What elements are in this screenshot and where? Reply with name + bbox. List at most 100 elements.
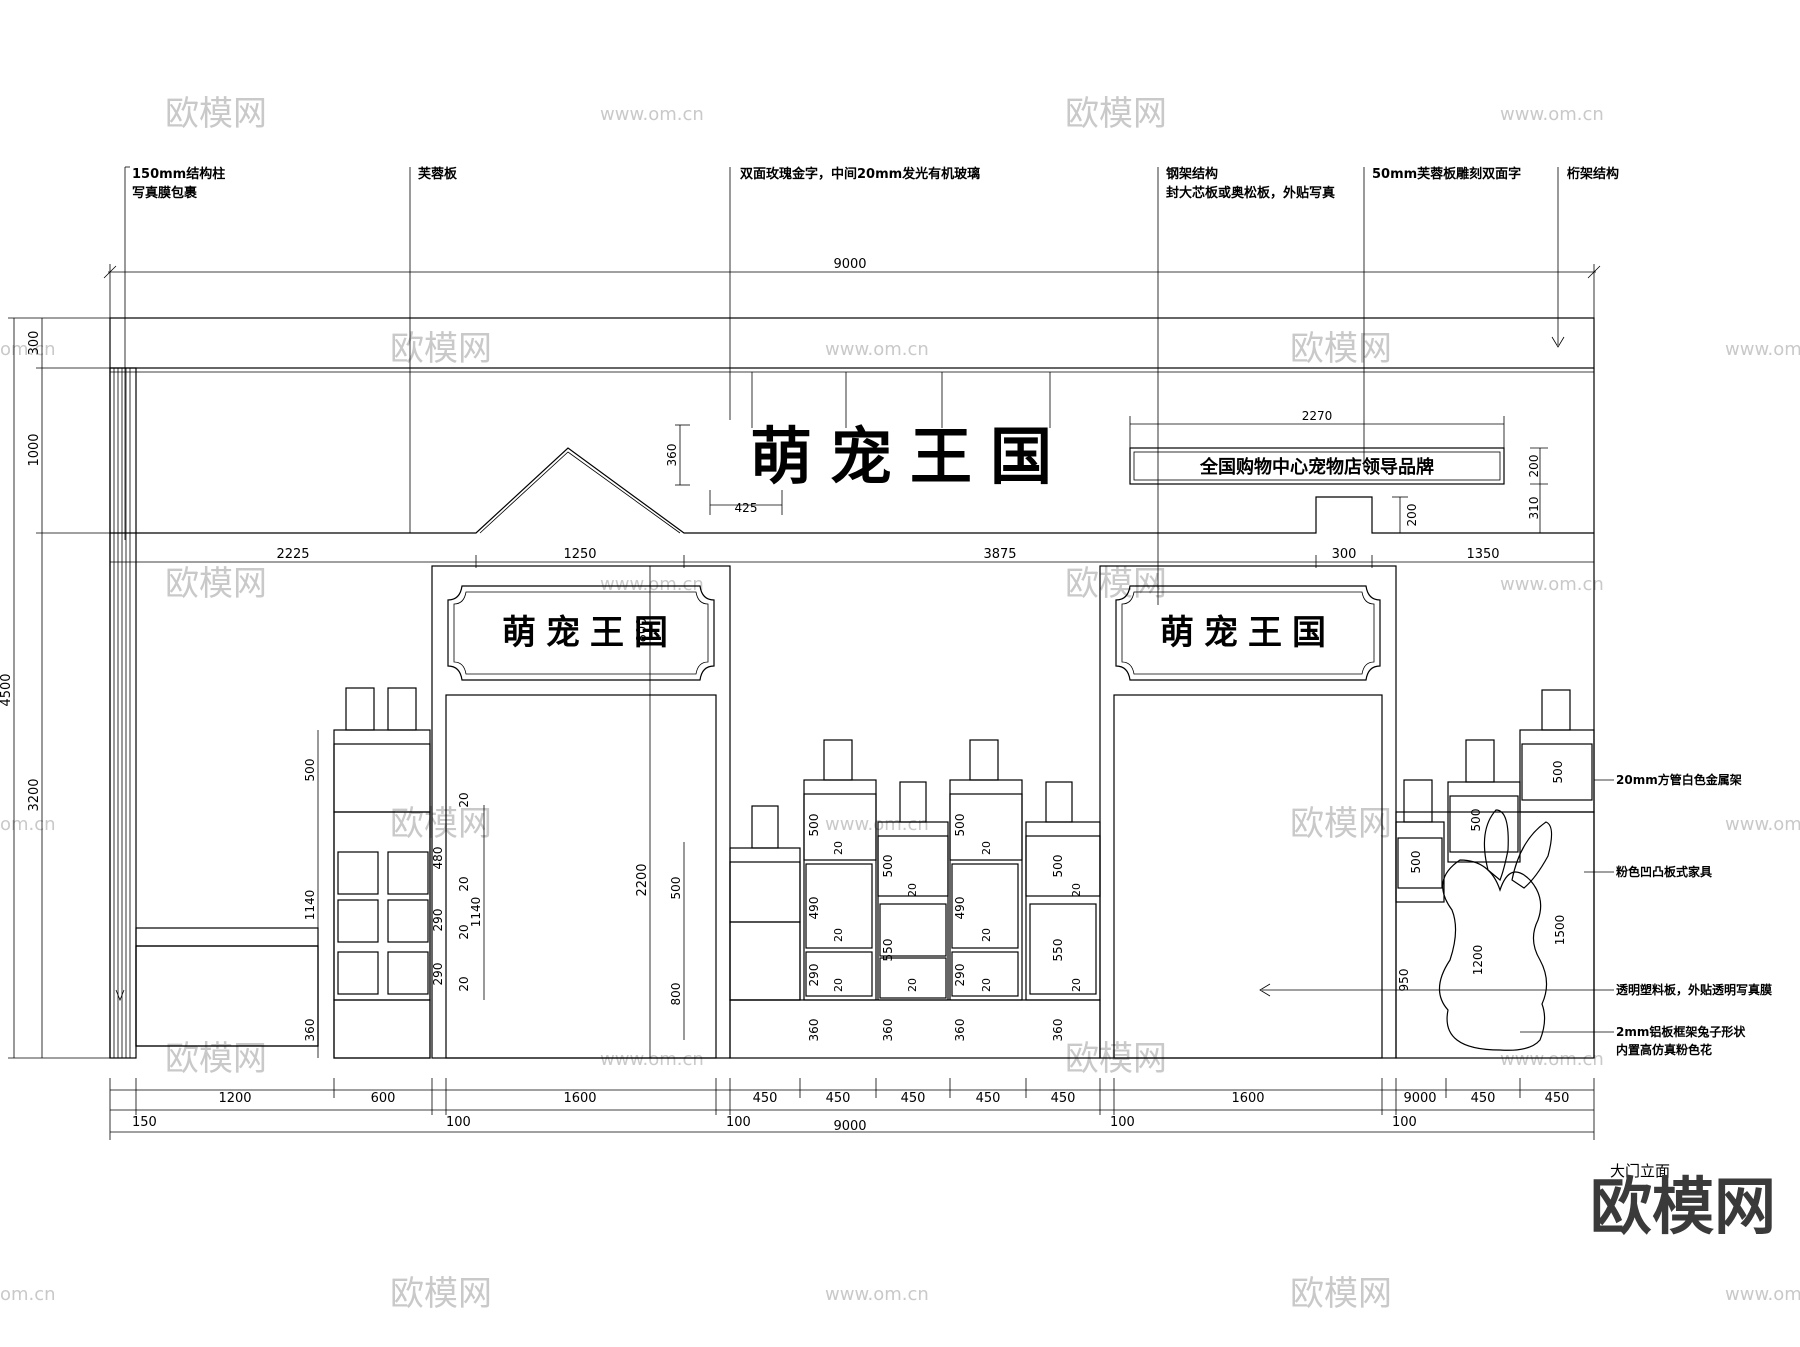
dim-mid-20: 20 — [906, 883, 919, 897]
watermark-url: www.om.cn — [825, 814, 929, 835]
dim-b-1600-left: 1600 — [563, 1091, 596, 1106]
callout-metal-rack: 20mm方管白色金属架 — [1616, 772, 1742, 787]
dim-left-500: 500 — [303, 759, 317, 782]
main-sign: 萌宠王国 360 425 — [665, 420, 1070, 515]
callout-truss: 桁架结构 — [1567, 166, 1619, 182]
dim-h-4500: 4500 — [0, 673, 14, 706]
dim-mid-20: 20 — [980, 928, 993, 942]
dim-mid-550-d: 550 — [1051, 939, 1065, 962]
watermark-logo: 欧模网 — [1290, 1274, 1392, 1314]
structural-column-left — [109, 367, 137, 1059]
watermark-url: om.cn — [0, 1284, 56, 1305]
dim-left-290: 290 — [431, 963, 445, 986]
dim-mid-500-c: 500 — [953, 814, 967, 837]
dim-mid-360-b: 360 — [881, 1019, 895, 1042]
watermark-logo: 欧模网 — [165, 1039, 267, 1079]
dim-overall-bottom: 9000 — [833, 1119, 866, 1134]
watermark-url: www.om.cn — [825, 1284, 929, 1305]
dim-letter-height: 360 — [665, 444, 679, 467]
callout-plastic: 透明塑料板，外贴透明写真膜 — [1616, 982, 1772, 997]
dim-r-950: 950 — [1397, 969, 1411, 992]
dim-mid-20: 20 — [832, 978, 845, 992]
drawing-title: 大门立面 — [1610, 1162, 1670, 1180]
dim-r-1200: 1200 — [1471, 945, 1485, 976]
dim-b-450: 450 — [753, 1091, 778, 1106]
dim-left-20: 20 — [457, 792, 471, 807]
brand-watermark-logo: 欧模网 — [1590, 1170, 1776, 1243]
dim-b-600: 600 — [371, 1091, 396, 1106]
dim-mid-20: 20 — [980, 978, 993, 992]
dim-b-450: 450 — [1545, 1091, 1570, 1106]
left-door-portal: 萌宠王国 800 2200 — [431, 565, 731, 1059]
dim-h-300: 300 — [27, 331, 42, 356]
dim-letter-width: 425 — [735, 501, 758, 515]
dim-b-100: 100 — [1110, 1115, 1135, 1130]
dim-b-100: 100 — [1392, 1115, 1417, 1130]
left-shelf-unit: 500 1140 360 20 480 20 290 20 290 20 114… — [303, 687, 485, 1059]
watermark-url: www.om.cn — [1500, 1049, 1604, 1070]
dim-seg-300: 300 — [1332, 547, 1357, 562]
watermark-logo: 欧模网 — [1065, 564, 1167, 604]
slogan-text: 全国购物中心宠物店领导品牌 — [1199, 456, 1434, 478]
dim-mid-490-a: 490 — [807, 897, 821, 920]
dim-seg-1250: 1250 — [563, 547, 596, 562]
dim-left-290: 290 — [431, 909, 445, 932]
bottom-dimensions: 1200 600 1600 450 450 450 450 450 1600 9… — [109, 1078, 1595, 1140]
dim-mid-290-a: 290 — [807, 964, 821, 987]
dim-b-450: 450 — [1051, 1091, 1076, 1106]
dim-left-1140a: 1140 — [303, 890, 317, 921]
middle-shelves: 500 800 500 490 290 360 500 550 360 500 … — [669, 739, 1101, 1059]
watermark-url: www.om.cn — [600, 574, 704, 595]
dim-mid-500-b: 500 — [881, 855, 895, 878]
watermark-url: www.om.cn — [600, 1049, 704, 1070]
dim-mid-20: 20 — [832, 928, 845, 942]
dim-mid-800: 800 — [669, 983, 683, 1006]
dim-mid-20: 20 — [1070, 978, 1083, 992]
dim-slogan-width: 2270 — [1302, 409, 1333, 423]
watermark-logo: 欧模网 — [390, 329, 492, 369]
right-door-sign: 萌宠王国 — [1160, 613, 1336, 653]
dim-r-500-c: 500 — [1551, 761, 1565, 784]
watermark-url: www.om.cn — [1725, 1284, 1800, 1305]
top-callouts: 150mm结构柱 写真膜包裹 芙蓉板 双面玫瑰金字，中间20mm发光有机玻璃 钢… — [124, 166, 1619, 605]
watermark-logo: 欧模网 — [165, 94, 267, 134]
dim-mid-360-a: 360 — [807, 1019, 821, 1042]
left-dotted-panel — [135, 927, 319, 1047]
dim-mid-20: 20 — [832, 841, 845, 855]
dim-door-sign: 800 — [635, 618, 650, 643]
dim-mid-360-d: 360 — [1051, 1019, 1065, 1042]
dim-door-height: 2200 — [635, 863, 650, 896]
dim-seg-2225: 2225 — [276, 547, 309, 562]
watermark-logo: 欧模网 — [390, 804, 492, 844]
watermark-url: www.om.cn — [1500, 574, 1604, 595]
watermark-url: www.om.cn — [1725, 814, 1800, 835]
watermark-logo: 欧模网 — [1290, 804, 1392, 844]
dim-r-500-a: 500 — [1409, 851, 1423, 874]
callout-letters: 双面玫瑰金字，中间20mm发光有机玻璃 — [740, 166, 980, 182]
left-door-sign: 萌宠王国 — [502, 613, 678, 653]
dim-left-360: 360 — [303, 1019, 317, 1042]
main-sign-text: 萌宠王国 — [750, 420, 1070, 493]
dim-mid-490-c: 490 — [953, 897, 967, 920]
rabbit-shape — [1438, 859, 1548, 1051]
fascia-outline — [110, 447, 1594, 534]
callout-rabbit: 2mm铝板框架兔子形状 — [1616, 1024, 1746, 1039]
watermark-url: www.om.cn — [1500, 104, 1604, 125]
dim-mid-20: 20 — [906, 978, 919, 992]
dim-mid-500-d: 500 — [1051, 855, 1065, 878]
left-vertical-dimensions: 300 1000 4500 3200 — [0, 317, 110, 1059]
title-block: 大门立面 欧模网 — [1590, 1162, 1776, 1243]
watermark-logo: 欧模网 — [1065, 94, 1167, 134]
dim-b-1200: 1200 — [218, 1091, 251, 1106]
callout-steel-2: 封大芯板或奥松板，外贴写真 — [1166, 185, 1335, 201]
callout-column: 150mm结构柱 — [132, 166, 225, 182]
callout-furniture: 粉色凹凸板式家具 — [1616, 864, 1712, 879]
dim-slogan-height: 200 — [1527, 455, 1541, 478]
watermark-url: om.cn — [0, 814, 56, 835]
callout-board: 芙蓉板 — [418, 166, 458, 182]
dim-left-20: 20 — [457, 924, 471, 939]
dim-mid-20: 20 — [1070, 883, 1083, 897]
dim-left-480: 480 — [431, 847, 445, 870]
dim-left-1140b: 1140 — [469, 897, 483, 928]
dim-mid-500: 500 — [669, 877, 683, 900]
